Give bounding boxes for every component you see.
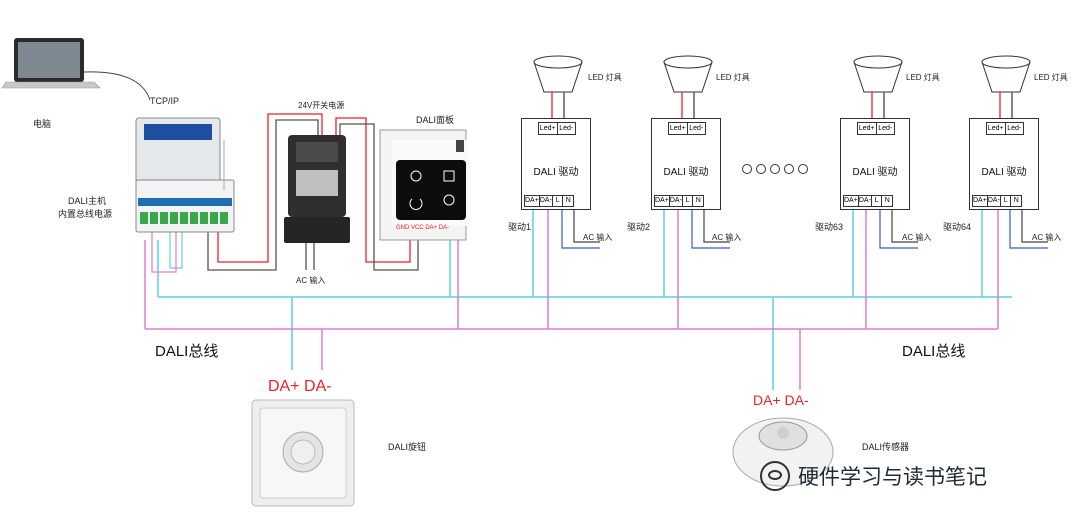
led-label-2: LED 灯具	[716, 73, 750, 82]
ac-input-label-64: AC 输入	[1032, 233, 1062, 242]
panel-label: DALI面板	[416, 115, 455, 125]
da-plus-terminal: DA+	[973, 196, 988, 206]
dali-bus-cyan	[157, 210, 1012, 390]
ellipsis-circle	[784, 164, 794, 174]
led-plus-terminal: Led+	[539, 123, 558, 134]
ac-input-label-1: AC 输入	[583, 233, 613, 242]
psu-device	[284, 135, 350, 243]
led-lamp-icon	[853, 55, 903, 122]
power-wiring-dark	[207, 119, 419, 271]
master-label-line2: 内置总线电源	[58, 209, 113, 219]
da-minus-terminal: DA-	[987, 196, 1001, 206]
watermark-text: 硬件学习与读书笔记	[798, 466, 987, 489]
ellipsis-circle	[756, 164, 766, 174]
da-minus-terminal: DA-	[669, 196, 683, 206]
led-label-64: LED 灯具	[1034, 73, 1068, 82]
led-label-1: LED 灯具	[588, 73, 622, 82]
knob-terminals-label: DA+ DA-	[268, 378, 332, 395]
driver-id-1: 驱动1	[508, 222, 532, 232]
led-plus-terminal: Led+	[669, 123, 688, 134]
led-minus-terminal: Led-	[689, 125, 704, 132]
led-lamp-icon	[663, 55, 713, 122]
n-terminal: N	[695, 197, 701, 204]
led-label-63: LED 灯具	[906, 73, 940, 82]
l-terminal: L	[1001, 196, 1012, 206]
ellipsis-circle	[742, 164, 752, 174]
dali-panel-device	[379, 129, 468, 241]
led-lamp-icon	[533, 55, 583, 122]
da-plus-terminal: DA+	[844, 196, 859, 206]
ac-input-label-63: AC 输入	[902, 233, 932, 242]
sensor-terminals-label: DA+ DA-	[753, 392, 809, 408]
led-minus-terminal: Led-	[1007, 125, 1022, 132]
da-minus-terminal: DA-	[858, 196, 872, 206]
dali-sensor-device	[732, 417, 834, 487]
dali-knob-device	[251, 399, 355, 507]
laptop-icon	[1, 38, 101, 89]
driver-name: DALI 驱动	[852, 167, 898, 178]
ac-input-label-2: AC 输入	[712, 233, 742, 242]
dali-bus-label-right: DALI总线	[902, 343, 966, 360]
ellipsis-circle	[770, 164, 780, 174]
dali-bus-label-left: DALI总线	[155, 343, 219, 360]
master-link-magenta	[151, 232, 177, 273]
driver-name: DALI 驱动	[533, 167, 579, 178]
l-terminal: L	[553, 196, 564, 206]
da-plus-terminal: DA+	[655, 196, 670, 206]
driver-id-63: 驱动63	[815, 222, 844, 232]
tcpip-label: TCP/IP	[150, 96, 180, 106]
master-label-line1: DALI主机	[68, 196, 107, 206]
power-wiring-red	[217, 113, 411, 263]
l-terminal: L	[683, 196, 694, 206]
dali-master-device	[135, 117, 235, 233]
n-terminal: N	[1013, 197, 1019, 204]
l-terminal: L	[872, 196, 883, 206]
psu-label: 24V开关电源	[298, 101, 345, 110]
led-minus-terminal: Led-	[878, 125, 893, 132]
driver-name: DALI 驱动	[663, 167, 709, 178]
sensor-label: DALI传感器	[862, 442, 910, 452]
knob-label: DALI旋钮	[388, 442, 427, 452]
watermark: 硬件学习与读书笔记	[760, 461, 987, 491]
ellipsis-circle	[798, 164, 808, 174]
led-minus-terminal: Led-	[559, 125, 574, 132]
led-lamp-icon	[981, 55, 1031, 122]
wechat-icon	[760, 461, 790, 491]
n-terminal: N	[884, 197, 890, 204]
da-plus-terminal: DA+	[525, 196, 540, 206]
psu-ac-input-label: AC 输入	[296, 276, 326, 285]
da-minus-terminal: DA-	[539, 196, 553, 206]
computer-label: 电脑	[33, 119, 52, 129]
driver-id-64: 驱动64	[943, 222, 972, 232]
n-terminal: N	[565, 197, 571, 204]
ac-wires	[561, 210, 1048, 249]
led-plus-terminal: Led+	[987, 123, 1006, 134]
driver-name: DALI 驱动	[981, 167, 1027, 178]
led-plus-terminal: Led+	[858, 123, 877, 134]
driver-id-2: 驱动2	[627, 222, 651, 232]
dali-bus-magenta	[144, 210, 999, 390]
panel-terminals-label: GND VCC DA+ DA-	[396, 225, 450, 231]
